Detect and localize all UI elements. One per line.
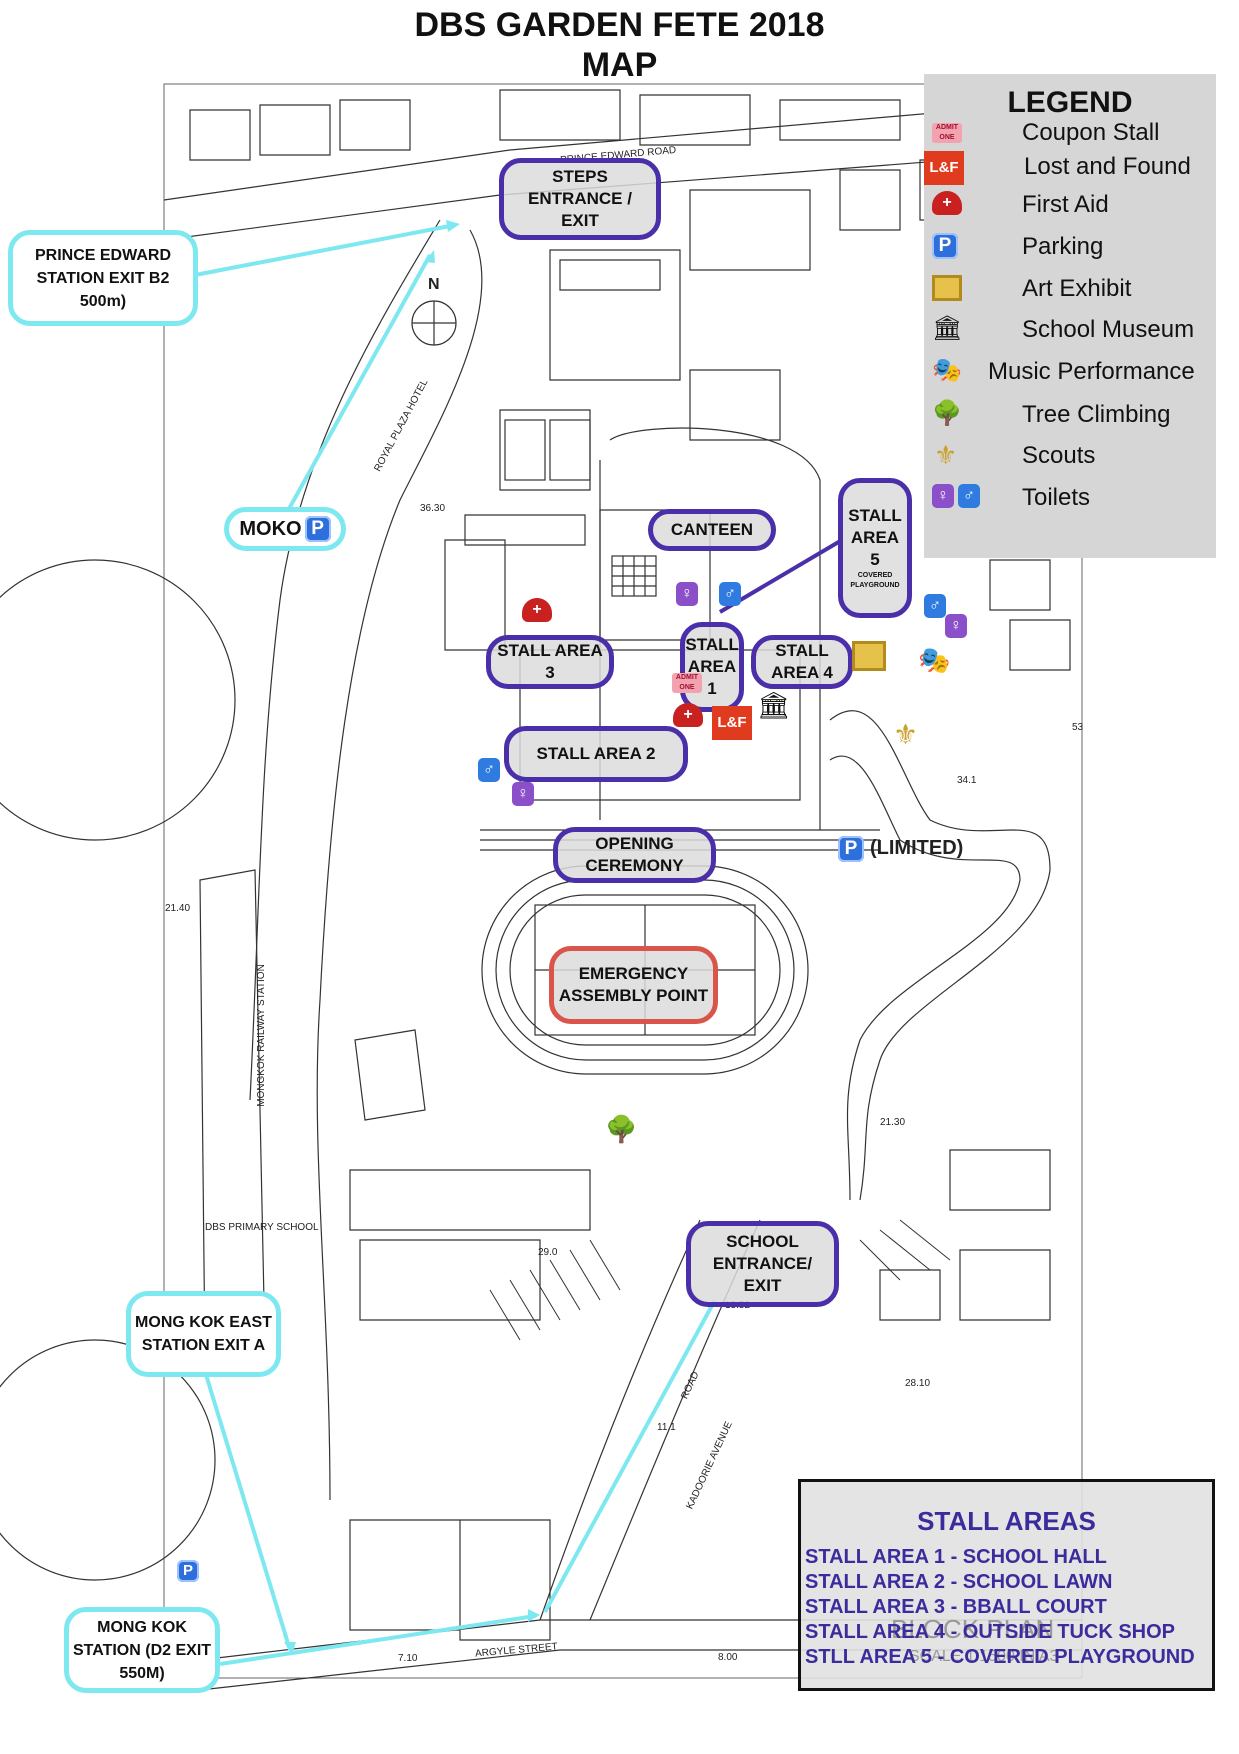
level-label: 21.30 (880, 1117, 906, 1128)
coupon-icon[interactable]: ADMIT ONE (672, 673, 702, 693)
map-subtitle: MAP (581, 46, 658, 84)
canteen-box[interactable]: CANTEEN (648, 509, 776, 551)
stall-area-item: STALL AREA 4 - OUTSIDE TUCK SHOP (805, 1621, 1176, 1643)
level-label: 8.00 (718, 1652, 738, 1663)
stall-area-3-box[interactable]: STALL AREA 3 (486, 635, 614, 689)
stall-area-1-box[interactable]: STALL AREA 1 (680, 622, 744, 712)
block-plan-watermark: BLOCK PLAN (891, 1614, 1055, 1644)
scouts-icon[interactable]: ⚜ (893, 719, 919, 750)
legend-panel: LEGEND ADMIT ONE Coupon Stall L&F Lost a… (924, 74, 1216, 558)
stall-areas-title: STALL AREAS (917, 1506, 1096, 1536)
stall-area-5-label: STALL AREA 5 (848, 506, 902, 569)
north-label: N (428, 276, 440, 293)
legend-item: L&F Lost and Found (924, 151, 1216, 187)
level-label: 11.1 (657, 1422, 676, 1433)
parking-limited-label: (LIMITED) (870, 837, 964, 859)
stall-area-item: STALL AREA 3 - BBALL COURT (805, 1596, 1107, 1618)
prince-edward-station-box[interactable]: PRINCE EDWARD STATION EXIT B2 500m) (8, 230, 198, 326)
art-exhibit-icon[interactable] (852, 641, 886, 671)
parking-icon[interactable]: P (838, 836, 864, 862)
map-title: DBS GARDEN FETE 2018 (414, 6, 825, 44)
emergency-assembly-point-box[interactable]: EMERGENCY ASSEMBLY POINT (549, 946, 718, 1024)
stall-area-item: STALL AREA 2 - SCHOOL LAWN (805, 1571, 1113, 1593)
legend-item: 🌳 Tree Climbing (932, 400, 1171, 428)
legend-title: LEGEND (1007, 86, 1133, 119)
parking-icon: P (932, 233, 958, 259)
mong-kok-east-station-box[interactable]: MONG KOK EAST STATION EXIT A (126, 1291, 281, 1377)
museum-icon: 🏛 (932, 315, 963, 342)
first-aid-icon[interactable]: + (522, 598, 552, 622)
scouts-icon: ⚜ (934, 440, 958, 470)
stall-area-5-box[interactable]: STALL AREA 5 COVERED PLAYGROUND (838, 478, 912, 618)
stall-area-4-box[interactable]: STALL AREA 4 (751, 635, 853, 689)
legend-item: ♀ ♂ Toilets (924, 482, 1216, 518)
stall-area-item: STALL AREA 1 - SCHOOL HALL (805, 1546, 1107, 1568)
level-label: 34.1 (957, 775, 977, 786)
parking-icon[interactable]: P (177, 1560, 199, 1582)
legend-item: P Parking (924, 231, 1216, 267)
school-entrance-box[interactable]: SCHOOL ENTRANCE/ EXIT (686, 1221, 839, 1307)
level-label: 28.10 (905, 1378, 931, 1389)
parking-icon: P (304, 516, 331, 542)
stall-area-item: STLL AREA 5 - COVERED PLAYGROUND (805, 1646, 1195, 1668)
toilets-icon: ♀ (932, 484, 954, 508)
level-label: 7.10 (398, 1653, 418, 1664)
toilet-female-icon[interactable]: ♀ (676, 582, 698, 606)
level-label: 36.30 (420, 503, 446, 514)
legend-item: ADMIT ONE Coupon Stall (924, 117, 1216, 153)
legend-item: ⚜ Scouts (934, 440, 1096, 470)
stall-area-2-box[interactable]: STALL AREA 2 (504, 726, 688, 782)
moko-box[interactable]: MOKO P (224, 507, 346, 551)
toilets-icon: ♂ (958, 484, 980, 508)
art-exhibit-icon (932, 275, 962, 301)
opening-ceremony-box[interactable]: OPENING CEREMONY (553, 827, 716, 883)
level-label: 53 (1072, 722, 1084, 733)
stall-area-5-sublabel: COVERED PLAYGROUND (850, 572, 900, 589)
toilet-male-icon[interactable]: ♂ (478, 758, 500, 782)
moko-label: MOKO (239, 517, 302, 540)
legend-item: + First Aid (924, 189, 1216, 225)
steps-entrance-box[interactable]: STEPS ENTRANCE / EXIT (499, 158, 661, 240)
tree-climbing-icon[interactable]: 🌳 (605, 1114, 638, 1144)
music-performance-icon: 🎭 (932, 357, 962, 384)
stall-areas-panel: BLOCK PLAN SCALE 1:1500 IN A3 STALL AREA… (798, 1479, 1215, 1691)
level-label: 21.40 (165, 903, 191, 914)
mong-kok-station-box[interactable]: MONG KOK STATION (D2 EXIT 550M) (64, 1607, 220, 1693)
legend-item: 🎭 Music Performance (932, 357, 1195, 385)
museum-icon[interactable]: 🏛 (757, 690, 791, 720)
toilet-male-icon[interactable]: ♂ (719, 582, 741, 606)
legend-item: Art Exhibit (924, 273, 1216, 309)
first-aid-icon[interactable]: + (673, 703, 703, 727)
music-performance-icon[interactable]: 🎭 (918, 645, 951, 675)
coupon-icon: ADMIT ONE (932, 123, 962, 143)
scale-watermark: SCALE 1:1500 IN A3 (909, 1648, 1059, 1665)
toilet-female-icon[interactable]: ♀ (945, 614, 967, 638)
legend-item: 🏛 School Museum (932, 315, 1195, 343)
toilet-male-icon[interactable]: ♂ (924, 594, 946, 618)
tree-climbing-icon: 🌳 (932, 400, 962, 427)
level-label: 29.0 (538, 1247, 558, 1258)
primary-school-label: DBS PRIMARY SCHOOL (205, 1222, 319, 1233)
lost-and-found-icon[interactable]: L&F (712, 706, 752, 740)
railway-station-label: MONGKOK RAILWAY STATION (255, 964, 267, 1107)
lost-and-found-icon: L&F (924, 151, 964, 185)
first-aid-icon: + (932, 191, 962, 215)
toilet-female-icon[interactable]: ♀ (512, 782, 534, 806)
